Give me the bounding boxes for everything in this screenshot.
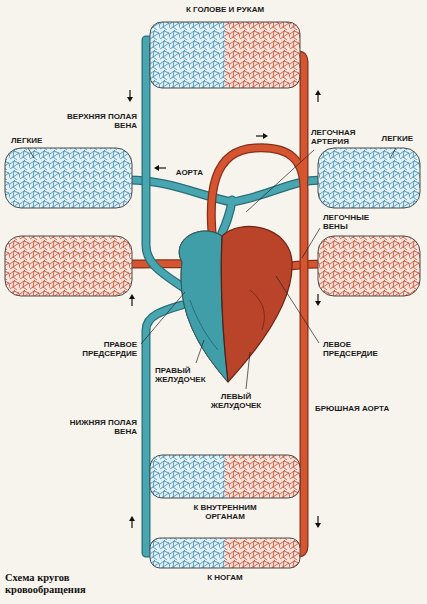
label-holder: ЛЕВЫЙ ЖЕЛУДОЧЕК	[201, 392, 271, 410]
part-label: ПРАВЫЙ ЖЕЛУДОЧЕК	[154, 366, 207, 384]
label-holder: К ВНУТРЕННИМ ОРГАНАМ	[185, 503, 265, 521]
flow-arrows	[127, 90, 321, 528]
left-lung	[5, 148, 132, 296]
part-label: ЛЕГОЧНАЯ АРТЕРИЯ	[310, 128, 357, 146]
label-holder: ЛЕГКИЕ	[10, 136, 70, 145]
caption-holder: Схема кругов кровообращения	[4, 572, 94, 596]
label-holder: БРЮШНАЯ АОРТА	[314, 404, 414, 413]
diagram-caption: Схема кругов кровообращения	[4, 572, 87, 595]
part-label: ЛЕГОЧНЫЕ ВЕНЫ	[322, 213, 370, 231]
label-holder: ЛЕГОЧНАЯ АРТЕРИЯ	[310, 128, 372, 146]
leader-lines	[28, 148, 396, 389]
part-label: АОРТА	[175, 168, 204, 177]
right-lung	[318, 148, 420, 296]
label-holder: ЛЕВОЕ ПРЕДСЕРДИЕ	[322, 340, 394, 358]
part-label: ЛЕВОЕ ПРЕДСЕРДИЕ	[322, 340, 379, 358]
label-holder: ВЕРХНЯЯ ПОЛАЯ ВЕНА	[58, 112, 138, 130]
label-holder: ПРАВЫЙ ЖЕЛУДОЧЕК	[154, 366, 210, 384]
label-holder: ЛЕГКИЕ	[364, 134, 414, 143]
part-label: ЛЕГКИЕ	[381, 134, 414, 143]
label-holder: АОРТА	[164, 168, 204, 177]
part-label: БРЮШНАЯ АОРТА	[314, 404, 390, 413]
label-holder: ПРАВОЕ ПРЕДСЕРДИЕ	[74, 340, 138, 358]
part-label: К ГОЛОВЕ И РУКАМ	[185, 5, 265, 14]
part-label: НИЖНЯЯ ПОЛАЯ ВЕНА	[69, 418, 138, 436]
part-label: ВЕРХНЯЯ ПОЛАЯ ВЕНА	[66, 112, 138, 130]
label-holder: НИЖНЯЯ ПОЛАЯ ВЕНА	[64, 418, 138, 436]
label-holder: К ГОЛОВЕ И РУКАМ	[155, 5, 295, 14]
label-holder: К НОГАМ	[185, 573, 265, 582]
label-holder: ЛЕГОЧНЫЕ ВЕНЫ	[322, 213, 382, 231]
part-label: ЛЕВЫЙ ЖЕЛУДОЧЕК	[210, 392, 263, 410]
part-label: ЛЕГКИЕ	[10, 136, 43, 145]
capillary-organs	[150, 455, 300, 498]
heart	[179, 227, 292, 382]
part-label: К НОГАМ	[206, 573, 244, 582]
part-label: К ВНУТРЕННИМ ОРГАНАМ	[192, 503, 257, 521]
capillary-head-arms	[150, 22, 300, 88]
part-label: ПРАВОЕ ПРЕДСЕРДИЕ	[81, 340, 138, 358]
capillary-legs	[150, 538, 300, 568]
